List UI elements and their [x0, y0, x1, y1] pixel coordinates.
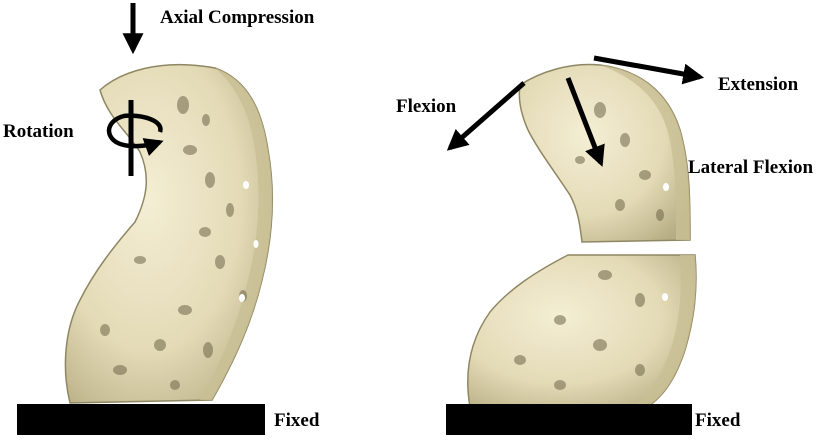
flexion-arrow-icon	[446, 81, 526, 151]
left-bone-specimen	[64, 63, 273, 404]
extension-arrow-icon	[593, 55, 705, 85]
right-bone-lower-segment	[467, 254, 697, 408]
right-bone-upper-segment	[518, 63, 691, 243]
right-fixed-label: Fixed	[695, 410, 741, 431]
right-fixed-base	[446, 404, 692, 435]
lateral-flexion-arrow-icon	[565, 77, 605, 167]
flexion-label: Flexion	[396, 96, 457, 117]
lateral-flexion-label: Lateral Flexion	[688, 157, 814, 178]
axial-compression-label: Axial Compression	[160, 7, 315, 28]
rotation-arrow-icon	[106, 100, 164, 176]
rotation-label: Rotation	[3, 121, 74, 142]
left-fixed-base	[17, 404, 265, 435]
left-fixed-label: Fixed	[274, 410, 320, 431]
extension-label: Extension	[718, 74, 799, 95]
